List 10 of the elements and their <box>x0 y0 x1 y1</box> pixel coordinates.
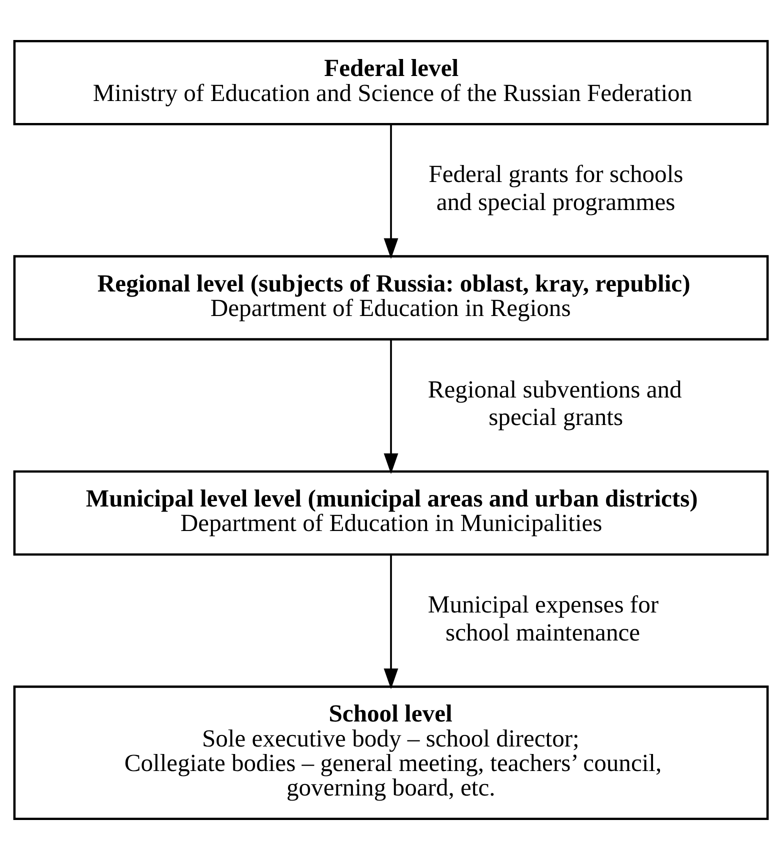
node-box: Federal level Ministry of Education and Science of the Russian Federation <box>13 40 769 126</box>
node-box: Municipal level level (municipal areas and urban districts) Department of Education in Municipalities <box>13 470 769 556</box>
arrow <box>384 124 398 259</box>
node-box: Regional level (subjects of Russia: oblast, kray, republic) Department of Education in Regions <box>13 255 769 340</box>
node-box: School level Sole executive body – school director; Collegiate bodies – general meeting, teachers’ council, governing board, etc. <box>13 686 769 820</box>
edge-label: Federal grants for schools and special programmes <box>428 161 684 216</box>
edge-label: Municipal expenses for school maintenance <box>428 592 659 646</box>
arrow <box>384 554 398 690</box>
edge-label: Regional subventions and special grants <box>428 376 682 432</box>
arrow <box>384 340 398 474</box>
